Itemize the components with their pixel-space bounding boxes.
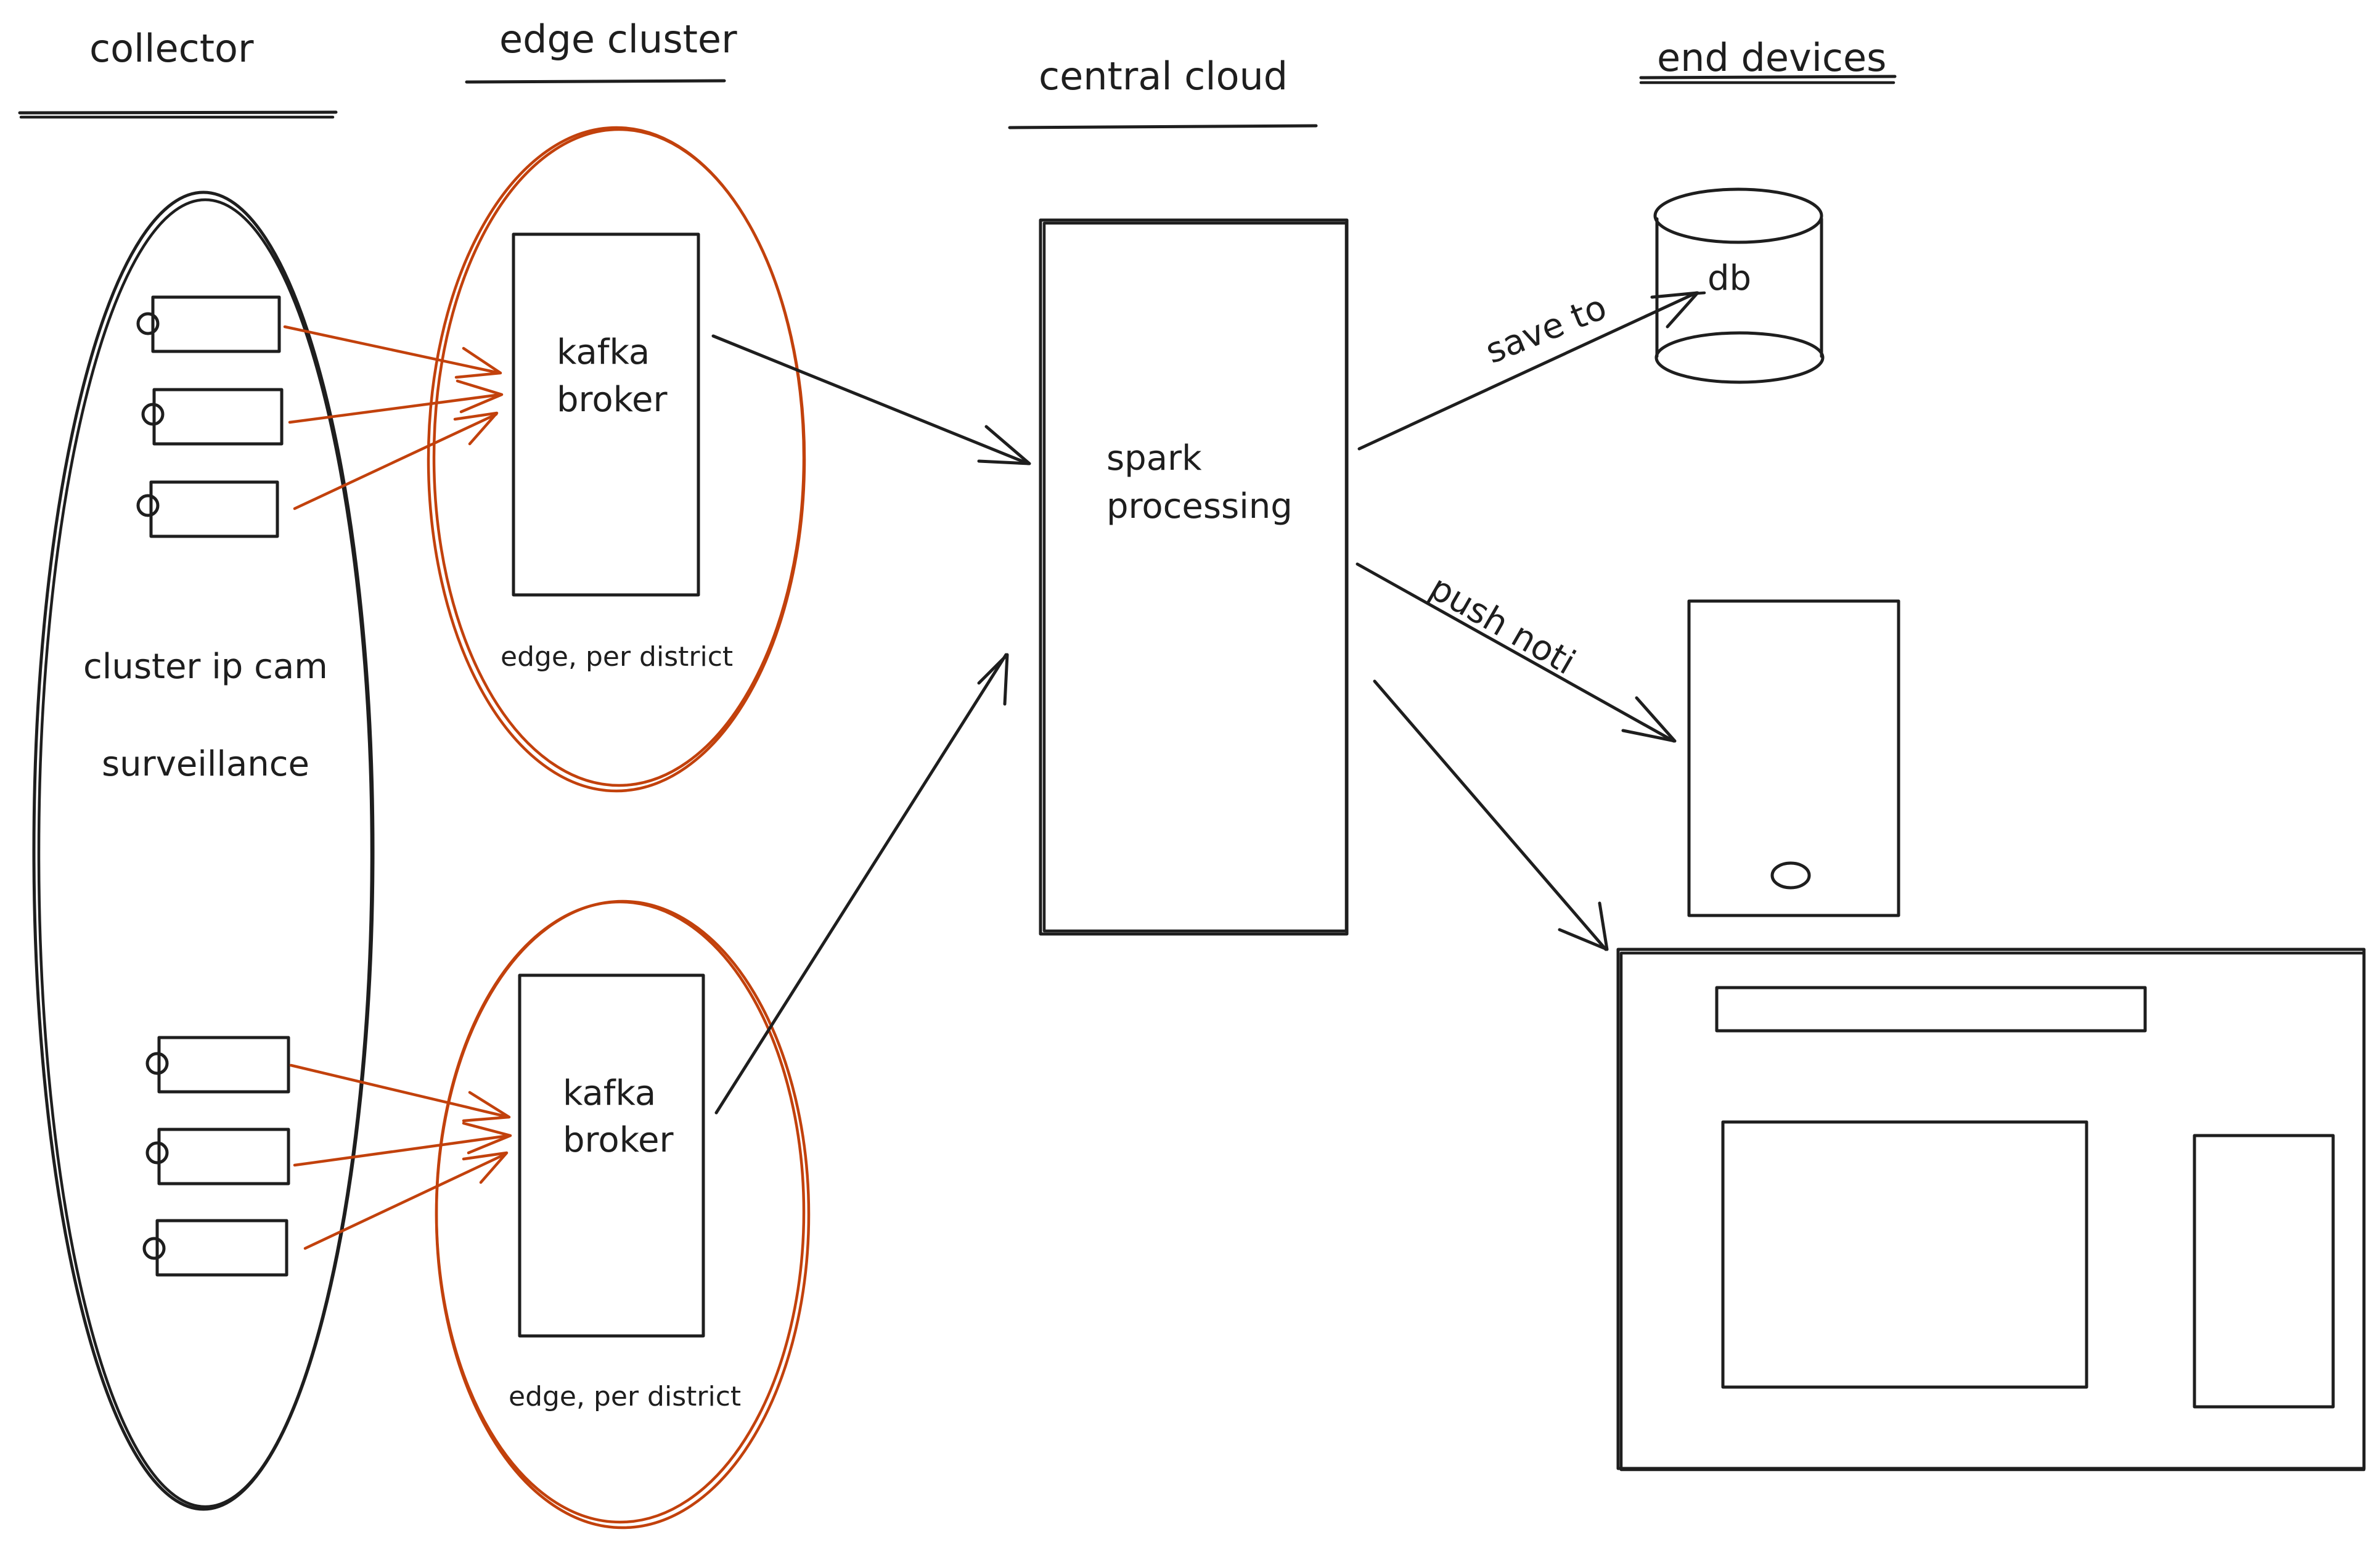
ip-camera	[136, 480, 279, 538]
spark-to-db-arrow: save to	[1357, 287, 1706, 451]
arrow-line-2	[1676, 291, 1706, 297]
camera-lens-icon	[145, 1141, 169, 1165]
ip-camera	[141, 388, 284, 446]
arrow-line	[293, 412, 498, 510]
arrowhead-icon	[1558, 901, 1609, 951]
arrow-line	[1357, 291, 1698, 451]
camera-body	[155, 1219, 288, 1277]
ip-camera	[136, 295, 281, 353]
arrow-line	[1373, 679, 1608, 951]
phone-body	[1687, 599, 1900, 917]
collector-label-line2: surveillance	[102, 744, 309, 784]
camera-to-broker-arrows-bottom	[289, 1063, 512, 1250]
arrow-line	[288, 393, 502, 424]
arrowhead-icon	[453, 411, 499, 446]
edge-caption: edge, per district	[509, 1381, 741, 1412]
arrowhead-icon	[454, 346, 502, 379]
desktop-frame	[1616, 948, 2366, 1470]
collector-cluster: cluster ip cam surveillance	[32, 190, 375, 1511]
arrowhead-icon	[462, 1091, 511, 1123]
header-edge-cluster: edge cluster	[465, 17, 737, 84]
header-edge-cluster-label: edge cluster	[499, 17, 737, 62]
db-label: db	[1707, 258, 1751, 298]
camera-body	[152, 388, 284, 446]
header-central-cloud-label: central cloud	[1039, 54, 1288, 99]
spark-label-line1: spark	[1106, 438, 1202, 478]
kafka-broker-line1: kafka	[557, 332, 650, 372]
camera-lens-icon	[142, 1237, 166, 1260]
spark-to-desktop-arrow	[1373, 679, 1609, 951]
camera-body	[157, 1036, 290, 1094]
header-end-devices-label: end devices	[1657, 35, 1886, 80]
save-to-label: save to	[1480, 287, 1613, 372]
arrow-line	[711, 334, 1030, 465]
arrow-line	[714, 653, 1008, 1115]
spark-processing-box	[1039, 218, 1349, 936]
collector-label-line1: cluster ip cam	[83, 647, 328, 687]
kafka-broker-line1: kafka	[563, 1073, 656, 1113]
desktop-side-panel	[2193, 1134, 2335, 1409]
arrowhead-icon	[1621, 696, 1677, 743]
edge-node-bottom: kafka broker edge, per district	[435, 899, 811, 1530]
desktop-header-bar	[1715, 986, 2147, 1033]
desktop-frame-stroke-2	[1619, 951, 2366, 1472]
phone-home-button-icon	[1770, 861, 1811, 890]
header-collector-label: collector	[89, 26, 254, 71]
edge-ellipse-stroke-2	[432, 128, 806, 787]
arrowhead-icon	[977, 653, 1009, 706]
arrowhead-icon	[462, 1121, 512, 1155]
header-central-cloud: central cloud	[1008, 54, 1318, 129]
arrowhead-icon	[462, 1151, 509, 1184]
camera-lens-icon	[141, 403, 165, 426]
arrow-line	[303, 1152, 507, 1250]
collector-ellipse-stroke-2	[37, 198, 374, 1509]
camera-to-broker-arrows-top	[283, 325, 504, 510]
kafka-broker-line2: broker	[557, 380, 668, 420]
header-central-cloud-underline	[1008, 124, 1318, 129]
arrowhead-icon	[977, 425, 1031, 465]
db-top-icon	[1653, 187, 1823, 244]
arrow-line	[289, 1063, 510, 1119]
arrow-line	[293, 1134, 511, 1167]
arrow-line	[283, 325, 501, 375]
camera-body	[149, 480, 279, 538]
kafka-broker-box	[518, 973, 705, 1338]
db-bottom-icon	[1654, 331, 1825, 384]
central-cloud: spark processing	[1039, 218, 1349, 936]
ip-camera	[145, 1128, 290, 1186]
spark-label-line2: processing	[1106, 486, 1293, 526]
arrow-line	[1356, 562, 1675, 743]
camera-lens-icon	[136, 312, 160, 335]
camera-body	[157, 1128, 290, 1186]
edge-caption: edge, per district	[501, 641, 733, 673]
broker-to-spark-arrows	[711, 334, 1031, 1115]
camera-body	[151, 295, 281, 353]
ip-camera	[142, 1219, 288, 1277]
kafka-broker-box	[512, 232, 700, 597]
desktop-screen	[1616, 948, 2366, 1472]
camera-lens-icon	[145, 1052, 169, 1075]
push-noti-label: push noti	[1423, 568, 1582, 683]
kafka-broker-line2: broker	[563, 1120, 674, 1160]
header-edge-cluster-underline	[465, 79, 726, 84]
arrowhead-icon	[456, 379, 504, 414]
header-end-devices: end devices	[1639, 35, 1897, 84]
camera-lens-icon	[136, 494, 160, 517]
header-collector-underline	[18, 110, 338, 115]
spark-processing-box-stroke-2	[1042, 221, 1348, 933]
header-end-devices-underline	[1639, 75, 1897, 80]
desktop-main-panel	[1721, 1120, 2088, 1389]
ip-camera	[145, 1036, 290, 1094]
database: db	[1653, 187, 1825, 384]
edge-node-top: kafka broker edge, per district	[427, 126, 806, 793]
edge-ellipse-stroke-2	[435, 900, 806, 1524]
mobile-phone	[1687, 599, 1900, 917]
header-collector: collector	[18, 26, 338, 119]
